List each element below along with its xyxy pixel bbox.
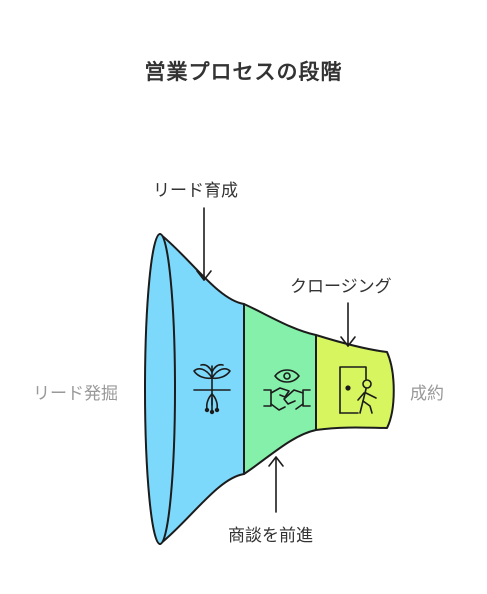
stage-label-closing: クロージング — [290, 277, 392, 297]
funnel-section-negotiate — [243, 303, 317, 475]
arrow-negotiate — [268, 456, 284, 513]
arrow-closing — [340, 302, 356, 347]
stage-label-negotiate: 商談を前進 — [228, 526, 313, 546]
funnel-mouth — [144, 233, 176, 545]
sprout-roots-icon — [193, 363, 231, 415]
handshake-eye-icon — [263, 369, 311, 411]
door-exit-icon — [339, 366, 377, 414]
stage-label-discovery: リード発掘 — [33, 384, 118, 404]
arrow-nurture — [196, 207, 212, 281]
page-title: 営業プロセスの段階 — [144, 60, 343, 84]
stage-label-deal: 成約 — [410, 384, 444, 404]
funnel-section-closing — [315, 334, 395, 431]
stage-label-nurture: リード育成 — [153, 181, 238, 201]
